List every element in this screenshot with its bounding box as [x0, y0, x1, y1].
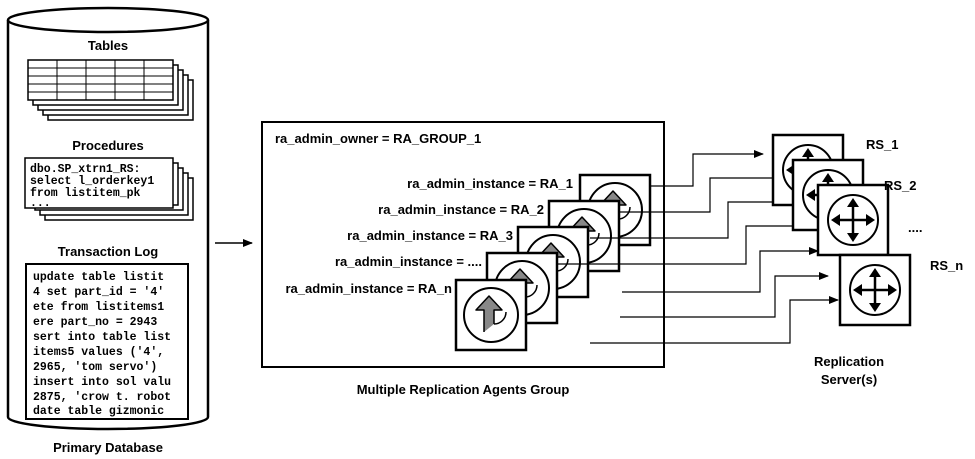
log-line: ete from listitems1 — [33, 301, 164, 314]
log-line: 2965, 'tom servo') — [33, 361, 157, 374]
rs-more-label: .... — [908, 220, 922, 235]
replication-servers-caption-line1: Replication — [814, 354, 884, 369]
log-line: ere part_no = 2943 — [33, 316, 157, 329]
log-line: update table listit — [33, 271, 164, 284]
log-line: insert into sol valu — [33, 376, 171, 389]
log-line: 2875, 'crow t. robot — [33, 391, 171, 404]
rs1-label: RS_1 — [866, 137, 899, 152]
agent-to-server-arrows — [556, 150, 839, 344]
instance-label-ra2: ra_admin_instance = RA_2 — [378, 202, 544, 217]
instance-label-ran: ra_admin_instance = RA_n — [285, 281, 452, 296]
replication-server-rsn-icon — [838, 253, 912, 327]
table-grid — [27, 59, 174, 101]
rsn-label: RS_n — [930, 258, 963, 273]
instance-label-more: ra_admin_instance = .... — [335, 254, 482, 269]
procedure-line: dbo.SP_xtrn1_RS: — [30, 163, 140, 176]
primary-database-caption: Primary Database — [53, 440, 163, 455]
owner-label: ra_admin_owner = RA_GROUP_1 — [275, 131, 481, 146]
procedure-line: select l_orderkey1 — [30, 175, 154, 188]
procedure-line: from listitem_pk — [30, 187, 141, 200]
rs2-label: RS_2 — [884, 178, 917, 193]
agents-group-caption: Multiple Replication Agents Group — [357, 382, 570, 397]
tables-label: Tables — [88, 38, 128, 53]
log-line: items5 values ('4', — [33, 346, 164, 359]
procedures-label: Procedures — [72, 138, 144, 153]
transaction-log-box — [25, 263, 189, 420]
replication-servers-caption-line2: Server(s) — [821, 372, 877, 387]
tables-stack-icon — [27, 59, 194, 121]
instance-label-ra3: ra_admin_instance = RA_3 — [347, 228, 513, 243]
log-line: date table gizmonic — [33, 405, 164, 418]
transaction-log-label: Transaction Log — [58, 244, 158, 259]
replication-agent-ran-icon — [454, 278, 528, 352]
procedure-line: ... — [30, 197, 51, 210]
replication-server-more-icon — [816, 183, 890, 257]
procedures-stack — [24, 157, 194, 221]
log-line: sert into table list — [33, 331, 171, 344]
instance-label-ra1: ra_admin_instance = RA_1 — [407, 176, 573, 191]
log-line: 4 set part_id = '4' — [33, 286, 164, 299]
